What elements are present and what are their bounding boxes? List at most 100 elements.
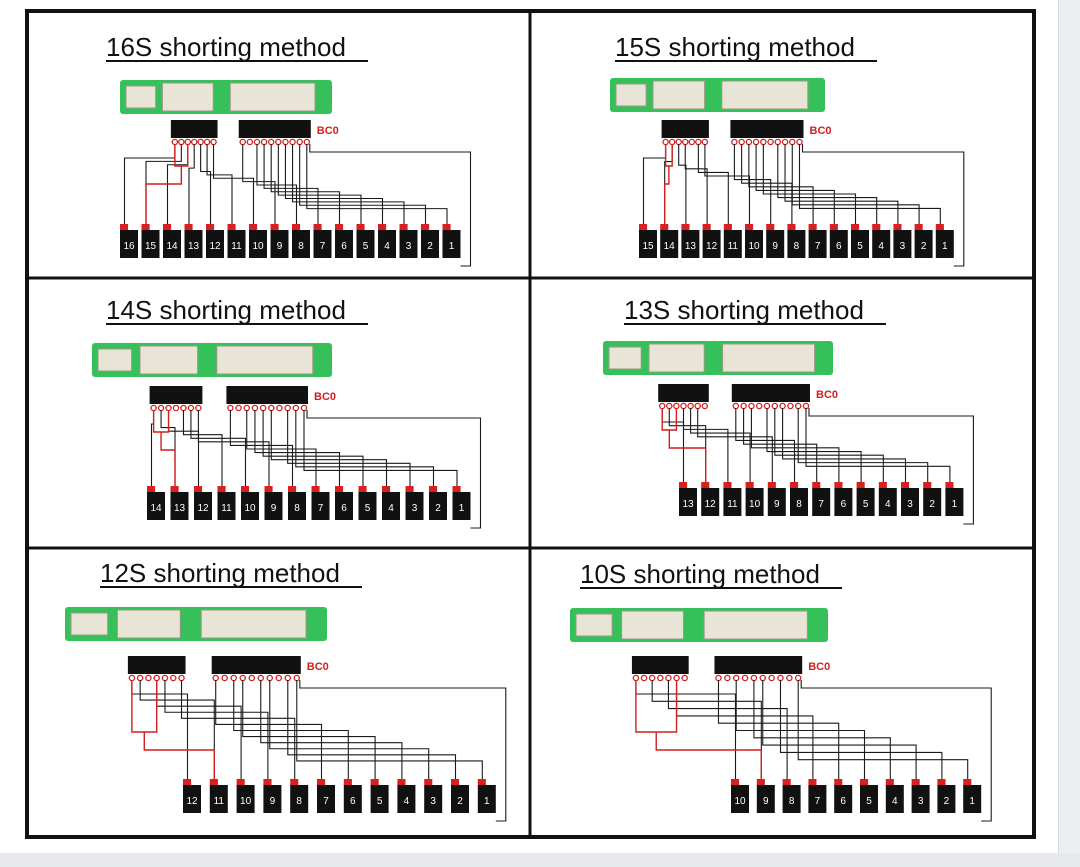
balance-wire bbox=[762, 680, 917, 779]
cell bbox=[872, 230, 891, 258]
balance-wire-negative bbox=[309, 144, 472, 267]
harness-pin bbox=[171, 138, 179, 146]
cell bbox=[766, 230, 785, 258]
harness-pin bbox=[794, 402, 802, 410]
cell bbox=[701, 488, 720, 516]
cell-terminal bbox=[901, 482, 910, 488]
balance-connector-1 bbox=[621, 610, 685, 640]
balance-wire bbox=[782, 408, 907, 482]
cell-number: 9 bbox=[772, 241, 778, 252]
cell-number: 6 bbox=[341, 241, 347, 252]
cell bbox=[270, 230, 289, 258]
shorting-wire bbox=[131, 680, 158, 733]
harness-pin bbox=[293, 674, 301, 682]
balance-wire bbox=[242, 680, 376, 779]
harness-pin bbox=[248, 674, 256, 682]
balance-connector-2 bbox=[721, 80, 809, 110]
cell-terminal bbox=[885, 779, 894, 785]
cell bbox=[451, 785, 469, 813]
cell-terminal bbox=[311, 486, 320, 492]
cell-number: 3 bbox=[918, 796, 924, 807]
balance-wire bbox=[287, 410, 411, 486]
cell bbox=[834, 488, 853, 516]
balance-wire bbox=[156, 680, 242, 779]
cell-terminal bbox=[184, 224, 193, 230]
cell-number: 14 bbox=[664, 241, 676, 252]
cell-terminal bbox=[937, 779, 946, 785]
harness-pin bbox=[169, 674, 177, 682]
bms-label: BC0 bbox=[808, 661, 830, 673]
cell bbox=[808, 785, 827, 813]
harness-pin bbox=[731, 138, 738, 146]
harness-plug-2 bbox=[714, 656, 803, 674]
harness-pin bbox=[292, 404, 300, 412]
harness-pin bbox=[276, 404, 283, 412]
cell-number: 7 bbox=[818, 499, 824, 510]
cell bbox=[878, 488, 897, 516]
balance-wire bbox=[200, 144, 212, 224]
harness-pin bbox=[732, 674, 740, 682]
cell-number: 16 bbox=[123, 241, 135, 252]
cell-number: 3 bbox=[907, 499, 913, 510]
cell bbox=[249, 230, 267, 258]
cell-terminal bbox=[270, 224, 279, 230]
cell-terminal bbox=[382, 486, 391, 492]
cell-number: 3 bbox=[406, 241, 412, 252]
cell bbox=[421, 230, 439, 258]
balance-wire bbox=[270, 144, 341, 224]
cell-terminal bbox=[856, 482, 865, 488]
cell-terminal bbox=[723, 482, 732, 488]
harness-pin bbox=[267, 138, 275, 146]
cell bbox=[829, 230, 848, 258]
cell bbox=[263, 785, 282, 813]
cell bbox=[787, 230, 806, 258]
cell-number: 7 bbox=[323, 796, 329, 807]
balance-wire bbox=[735, 408, 796, 482]
cell-terminal bbox=[790, 482, 799, 488]
cell-number: 10 bbox=[240, 796, 252, 807]
cell-terminal bbox=[756, 779, 765, 785]
balance-connector-small bbox=[575, 613, 613, 637]
balance-wire bbox=[197, 410, 270, 486]
harness-pin bbox=[282, 138, 289, 146]
cell bbox=[911, 785, 930, 813]
cell-terminal bbox=[236, 779, 245, 785]
cell-terminal bbox=[399, 224, 408, 230]
balance-connector-small bbox=[70, 612, 109, 636]
vertical-scrollbar[interactable] bbox=[1058, 0, 1080, 867]
cell bbox=[290, 785, 309, 813]
harness-pin bbox=[755, 402, 763, 410]
cell-number: 7 bbox=[320, 241, 326, 252]
cell-number: 4 bbox=[388, 503, 394, 514]
cell-terminal bbox=[249, 224, 258, 230]
shorting-wire-to-cell bbox=[668, 430, 707, 482]
balance-connector-2 bbox=[200, 609, 307, 639]
cell-terminal bbox=[782, 779, 791, 785]
cell-terminal bbox=[358, 486, 367, 492]
cell-terminal bbox=[767, 482, 776, 488]
harness-pin bbox=[221, 674, 228, 682]
cell bbox=[702, 230, 721, 258]
cell-number: 9 bbox=[271, 503, 277, 514]
harness-pin bbox=[668, 138, 676, 146]
harness-pin bbox=[145, 674, 152, 682]
cell-number: 13 bbox=[174, 503, 186, 514]
cell-number: 5 bbox=[866, 796, 872, 807]
cell bbox=[767, 488, 786, 516]
cell bbox=[834, 785, 853, 813]
harness-plug-1 bbox=[127, 656, 186, 674]
cell bbox=[851, 230, 869, 258]
harness-plug-1 bbox=[631, 656, 689, 674]
panel-title: 13S shorting method bbox=[624, 295, 864, 325]
cell-terminal bbox=[370, 779, 379, 785]
cell-terminal bbox=[141, 224, 150, 230]
harness-pin bbox=[687, 402, 694, 410]
cell-terminal bbox=[163, 224, 172, 230]
harness-pin bbox=[673, 402, 680, 410]
cell-terminal bbox=[170, 486, 179, 492]
balance-wire bbox=[254, 410, 341, 486]
